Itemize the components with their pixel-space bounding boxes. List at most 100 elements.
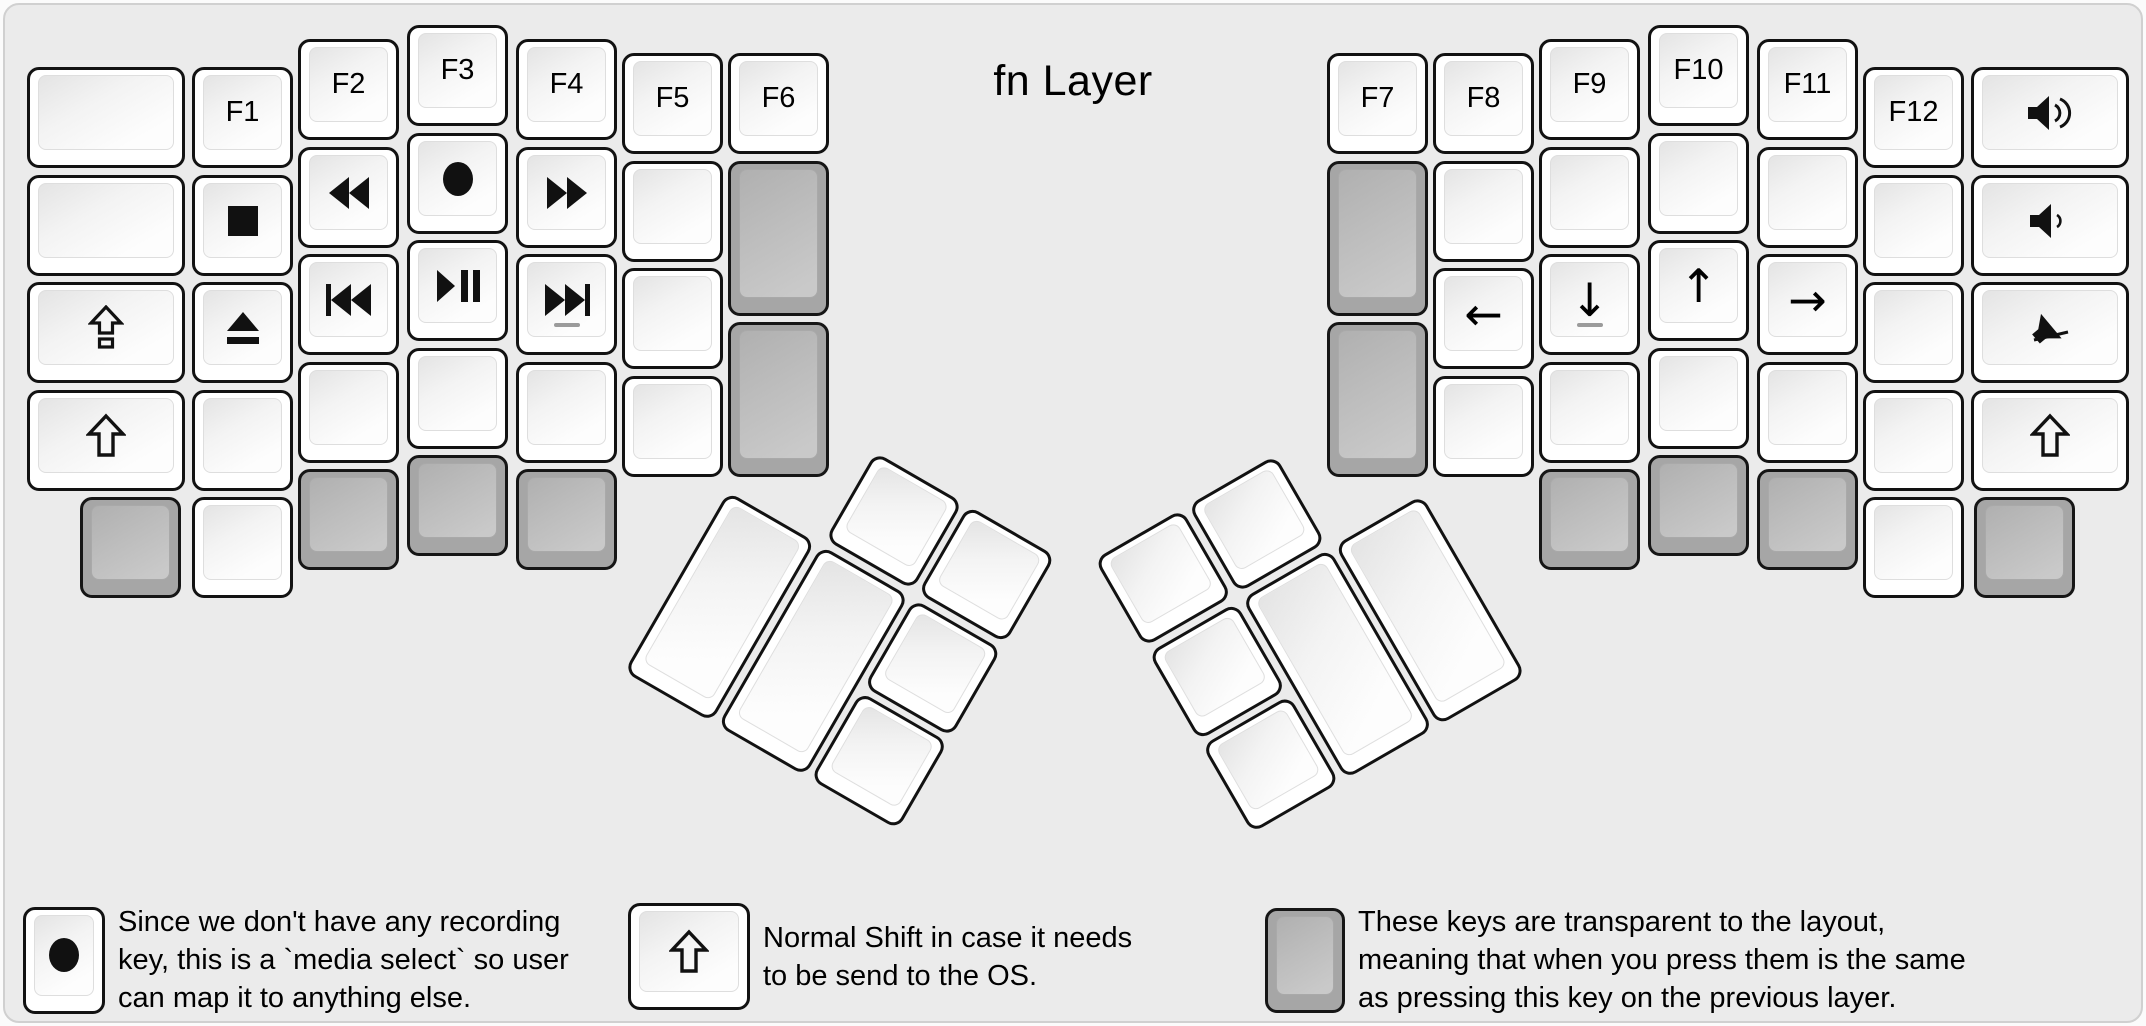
key-f6: F6 <box>728 53 829 154</box>
keycap-top <box>633 169 712 244</box>
keycap-top: F4 <box>527 47 606 122</box>
keycap-top <box>309 155 388 230</box>
shift-icon <box>2030 413 2070 459</box>
key-arrow-up: ↑ <box>1648 240 1749 341</box>
keycap-top <box>527 477 606 552</box>
keycap-top <box>843 464 950 569</box>
keycap-top <box>936 518 1043 623</box>
keycap-top <box>882 611 989 716</box>
keycap-top <box>38 290 174 365</box>
shift-icon <box>669 929 709 975</box>
keycap-top: F11 <box>1768 47 1847 122</box>
key-transparent <box>1648 455 1749 556</box>
keycap-top <box>1161 614 1268 719</box>
key-blank <box>622 376 723 477</box>
keycap-top: F5 <box>633 61 712 136</box>
prev-track-icon <box>324 282 374 318</box>
keycap-top <box>527 262 606 337</box>
keycap-top <box>527 155 606 230</box>
keycap-top <box>1659 141 1738 216</box>
key-f7: F7 <box>1327 53 1428 154</box>
keycap-top <box>203 183 282 258</box>
keycap-top <box>1874 398 1953 473</box>
homing-bar <box>1576 323 1603 327</box>
key-f12: F12 <box>1863 67 1964 168</box>
homing-bar <box>553 323 580 327</box>
key-blank <box>1648 348 1749 449</box>
keycap-top <box>1338 169 1417 298</box>
key-f2-label: F2 <box>331 68 366 100</box>
key-blank <box>192 497 293 598</box>
key-shift-right <box>1971 390 2129 491</box>
key-blank <box>1757 362 1858 463</box>
keycap-top <box>1874 290 1953 365</box>
keycap-top <box>203 398 282 473</box>
keycap-top <box>1874 183 1953 258</box>
key-f11-label: F11 <box>1783 68 1832 100</box>
legend-key-slot <box>1265 907 1345 1013</box>
legend-text-line: key, this is a `media select` so user <box>118 944 569 976</box>
keycap-top: ← <box>1444 276 1523 351</box>
key-f8: F8 <box>1433 53 1534 154</box>
keycap-top: ↓ <box>1550 262 1629 337</box>
key-transparent <box>1327 322 1428 477</box>
record-icon <box>441 160 475 198</box>
keycap-top: F9 <box>1550 47 1629 122</box>
key-arrow-down-label: ↓ <box>1570 272 1609 327</box>
legend-text: These keys are transparent to the layout… <box>1358 903 1966 1017</box>
keycap-top: F3 <box>418 33 497 108</box>
keycap-top <box>1768 477 1847 552</box>
keycap-top <box>1982 75 2118 150</box>
keycap-top <box>1982 183 2118 258</box>
key-blank <box>516 362 617 463</box>
key-blank <box>192 390 293 491</box>
keycap-top: → <box>1768 262 1847 337</box>
key-arrow-down: ↓ <box>1539 254 1640 355</box>
key-blank <box>622 161 723 262</box>
key-blank <box>1648 133 1749 234</box>
key-transparent <box>1539 469 1640 570</box>
key-prev-track <box>298 254 399 355</box>
keycap-top <box>1768 370 1847 445</box>
key-stop <box>192 175 293 276</box>
key-shift-left <box>27 390 185 491</box>
legend-key-transparent <box>1265 907 1345 1013</box>
key-next-track <box>516 254 617 355</box>
keycap-top: F6 <box>739 61 818 136</box>
key-blank <box>27 67 185 168</box>
key-transparent <box>298 469 399 570</box>
legend-text-line: as pressing this key on the previous lay… <box>1358 982 1897 1014</box>
key-f1: F1 <box>192 67 293 168</box>
keycap-top <box>418 356 497 431</box>
legend-key-slot <box>628 903 750 1010</box>
key-blank <box>1433 161 1534 262</box>
key-blank <box>1539 362 1640 463</box>
keycap-top <box>34 914 94 996</box>
keycap-top <box>1985 505 2064 580</box>
keycap-top <box>203 290 282 365</box>
key-blank <box>622 268 723 369</box>
key-blank <box>1433 376 1534 477</box>
key-f4-label: F4 <box>549 68 584 100</box>
keycap-top <box>309 370 388 445</box>
keycap-top <box>1107 521 1214 626</box>
key-f5: F5 <box>622 53 723 154</box>
key-transparent <box>1974 497 2075 598</box>
shift-icon <box>86 413 126 459</box>
keycap-top: F7 <box>1338 61 1417 136</box>
key-blank <box>1863 390 1964 491</box>
key-mute <box>1971 282 2129 383</box>
keycap-top <box>1444 384 1523 459</box>
key-transparent <box>407 455 508 556</box>
key-f3: F3 <box>407 25 508 126</box>
volume-down-icon <box>2028 201 2072 241</box>
key-record <box>407 133 508 234</box>
legend-text-line: Normal Shift in case it needs <box>763 921 1133 954</box>
keycap-top <box>633 384 712 459</box>
keycap-top <box>38 75 174 150</box>
key-blank <box>1863 175 1964 276</box>
keycap-top <box>1215 707 1322 813</box>
key-f12-label: F12 <box>1888 96 1939 128</box>
